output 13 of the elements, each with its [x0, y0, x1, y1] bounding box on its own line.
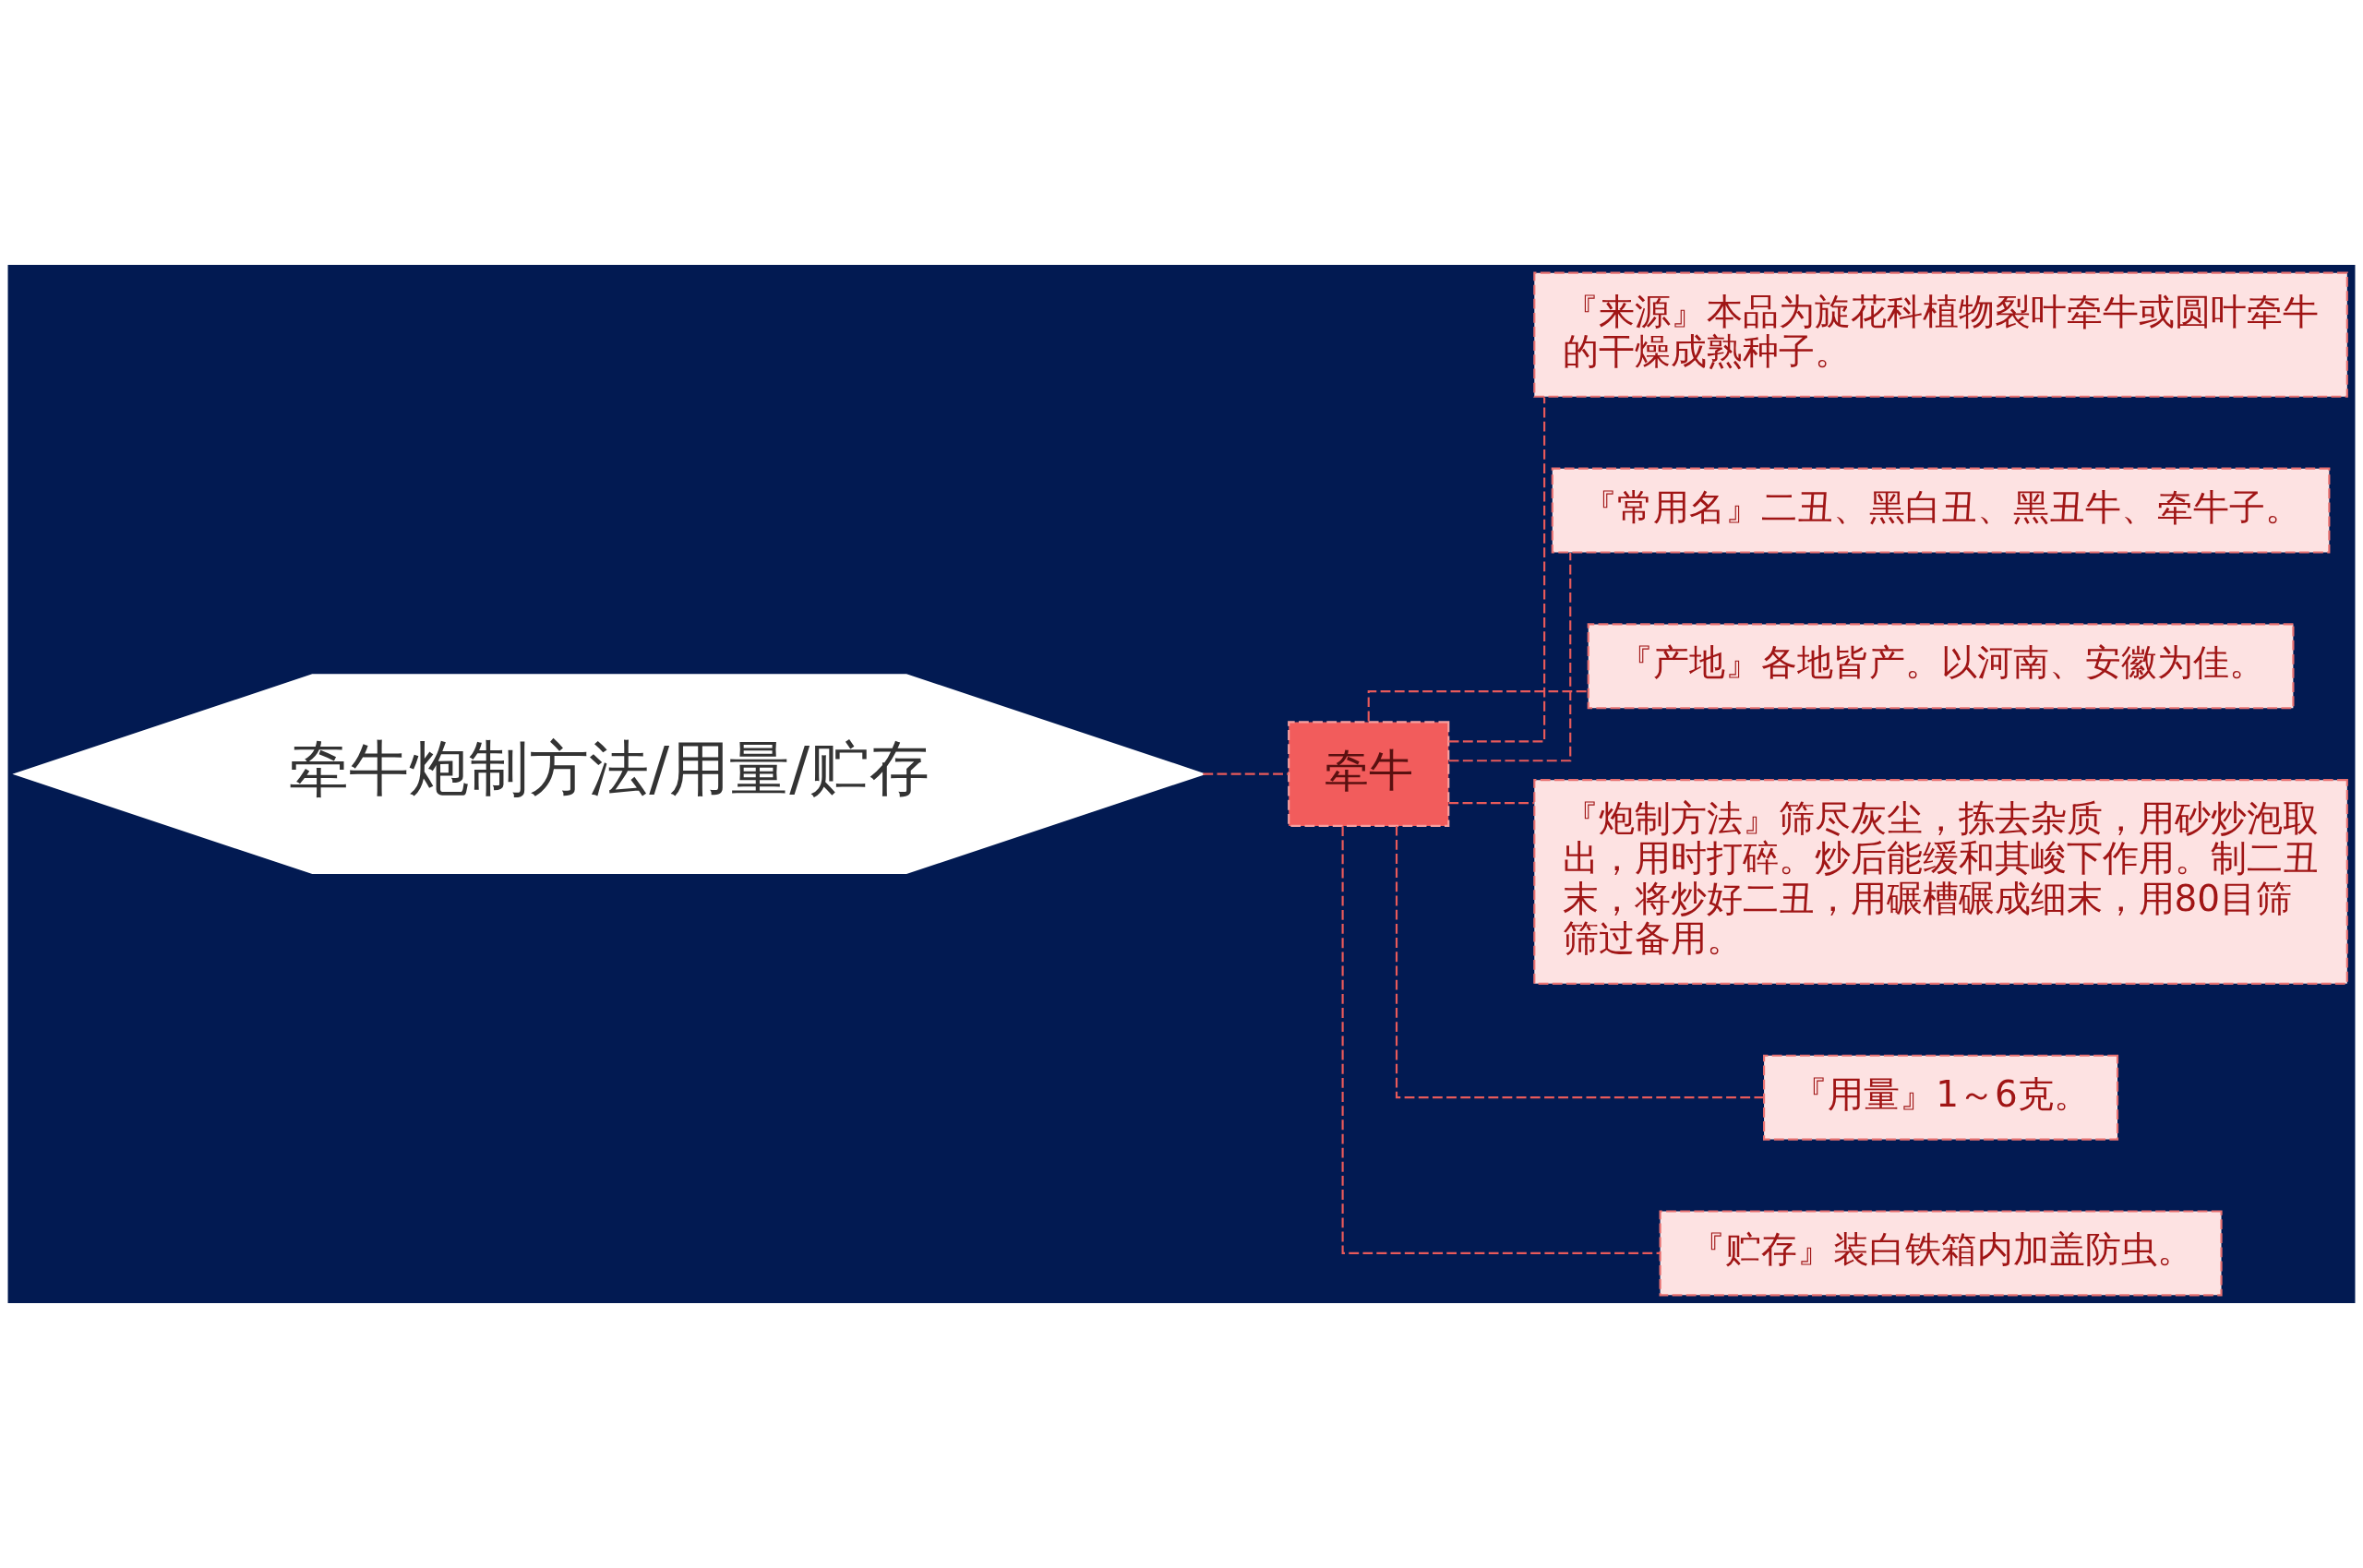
connector — [1448, 801, 1535, 805]
node-box: 『来源』本品为旋花科植物裂叶牵牛或圆叶牵牛的干燥成熟种子。 — [1533, 271, 2348, 398]
connector — [1341, 826, 1661, 1254]
connector — [1448, 397, 1546, 743]
node-box: 『用量』1～6克。 — [1763, 1054, 2119, 1141]
connector — [1203, 772, 1289, 775]
node-box: 『贮存』装白铁箱内加盖防虫。 — [1659, 1210, 2223, 1297]
node-box: 『常用名』二丑、黑白丑、黑丑牛、牵牛子。 — [1551, 467, 2331, 554]
connector — [1448, 553, 1572, 762]
node-box: 牵牛 — [1288, 721, 1450, 827]
node-box: 『产地』各地皆产。以河南、安徽为佳。 — [1587, 623, 2295, 710]
connector — [1395, 826, 1764, 1099]
node-box: 『炮制方法』筛尽灰尘，拣去杂质，用砂炒泡取出，用时打碎。炒后能缓和其峻下作用。制二丑末，将炒好二丑，用碾槽碾成细末，用80目筛筛过备用。 — [1533, 779, 2348, 985]
